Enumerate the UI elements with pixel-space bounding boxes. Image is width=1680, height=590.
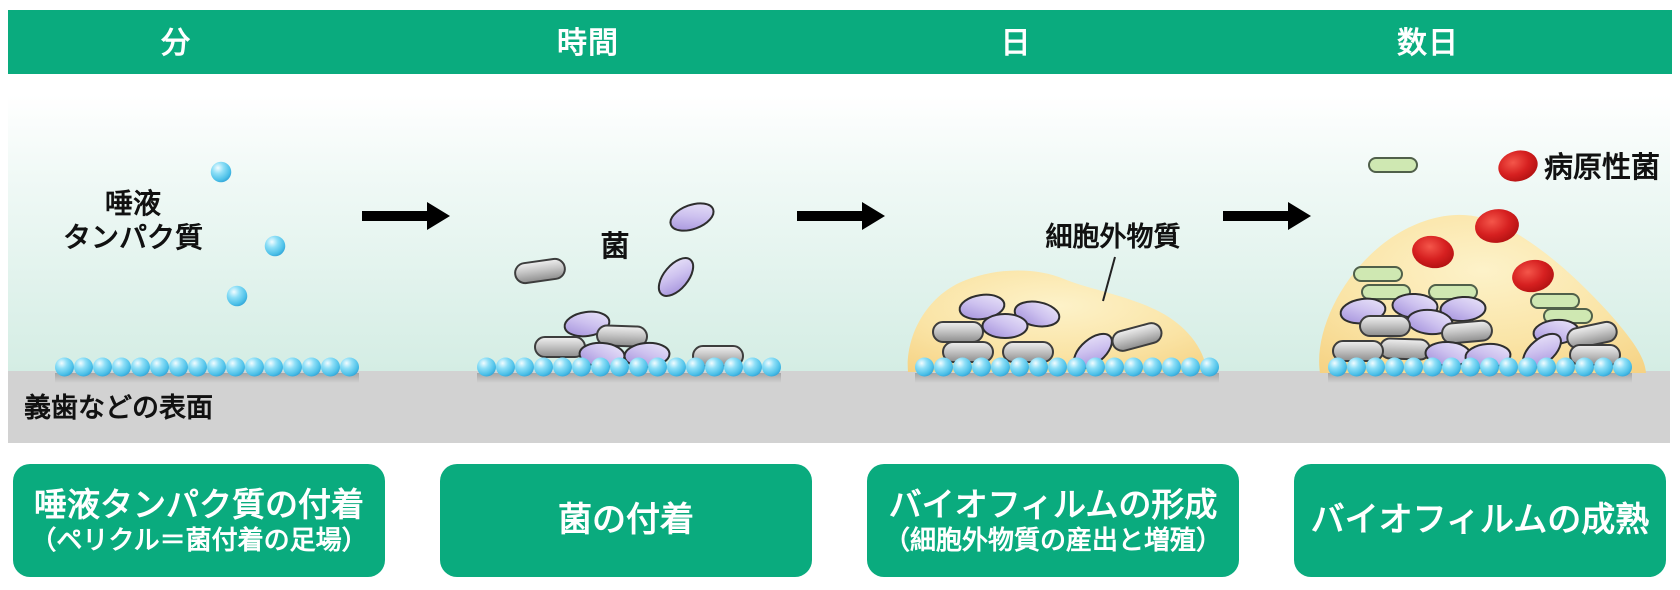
- step-title: バイオフィルムの形成: [888, 485, 1218, 523]
- surface-label: 義歯などの表面: [24, 392, 213, 423]
- step-title: 菌の付着: [558, 500, 694, 539]
- stage4-mature-biofilm: [1319, 214, 1646, 376]
- arrow-right-icon: [1223, 202, 1311, 230]
- sphere-row-shadow: [1328, 373, 1632, 383]
- bacteria-label: 菌: [600, 230, 629, 263]
- stage-arrows: [362, 202, 1311, 230]
- sphere-row-shadow: [915, 373, 1219, 383]
- matrix-label: 細胞外物質: [1046, 222, 1181, 252]
- step-subtitle: （ペリクル＝菌付着の足場）: [30, 524, 368, 555]
- timeline-label-day: 日: [1000, 27, 1032, 61]
- step-title: 唾液タンパク質の付着: [34, 485, 364, 523]
- step-box-bacteria-attachment: 菌の付着: [440, 464, 812, 577]
- sphere-row-shadow: [477, 373, 781, 383]
- saliva-label-line2: タンパク質: [63, 222, 203, 253]
- step-title: バイオフィルムの成熟: [1310, 500, 1650, 539]
- step-subtitle: （細胞外物質の産出と増殖）: [883, 524, 1222, 555]
- timeline-label-days: 数日: [1397, 27, 1459, 61]
- timeline-label-minutes: 分: [160, 27, 192, 61]
- arrow-right-icon: [362, 202, 450, 230]
- pathogen-label: 病原性菌: [1544, 151, 1660, 184]
- matrix-pointer-line: [1102, 256, 1116, 302]
- biofilm-illustration: 義歯などの表面: [8, 95, 1670, 443]
- saliva-label-line1: 唾液: [105, 188, 161, 219]
- step-box-biofilm-maturation: バイオフィルムの成熟: [1294, 464, 1666, 577]
- sphere-row-shadow: [55, 373, 359, 383]
- stage3-biofilm-blob: [907, 270, 1207, 376]
- step-box-saliva-attachment: 唾液タンパク質の付着 （ペリクル＝菌付着の足場）: [13, 464, 385, 577]
- timeline-bar: 分 時間 日 数日: [8, 10, 1672, 74]
- step-box-biofilm-formation: バイオフィルムの形成 （細胞外物質の産出と増殖）: [867, 464, 1239, 577]
- timeline-label-hours: 時間: [557, 27, 619, 61]
- arrow-right-icon: [797, 202, 885, 230]
